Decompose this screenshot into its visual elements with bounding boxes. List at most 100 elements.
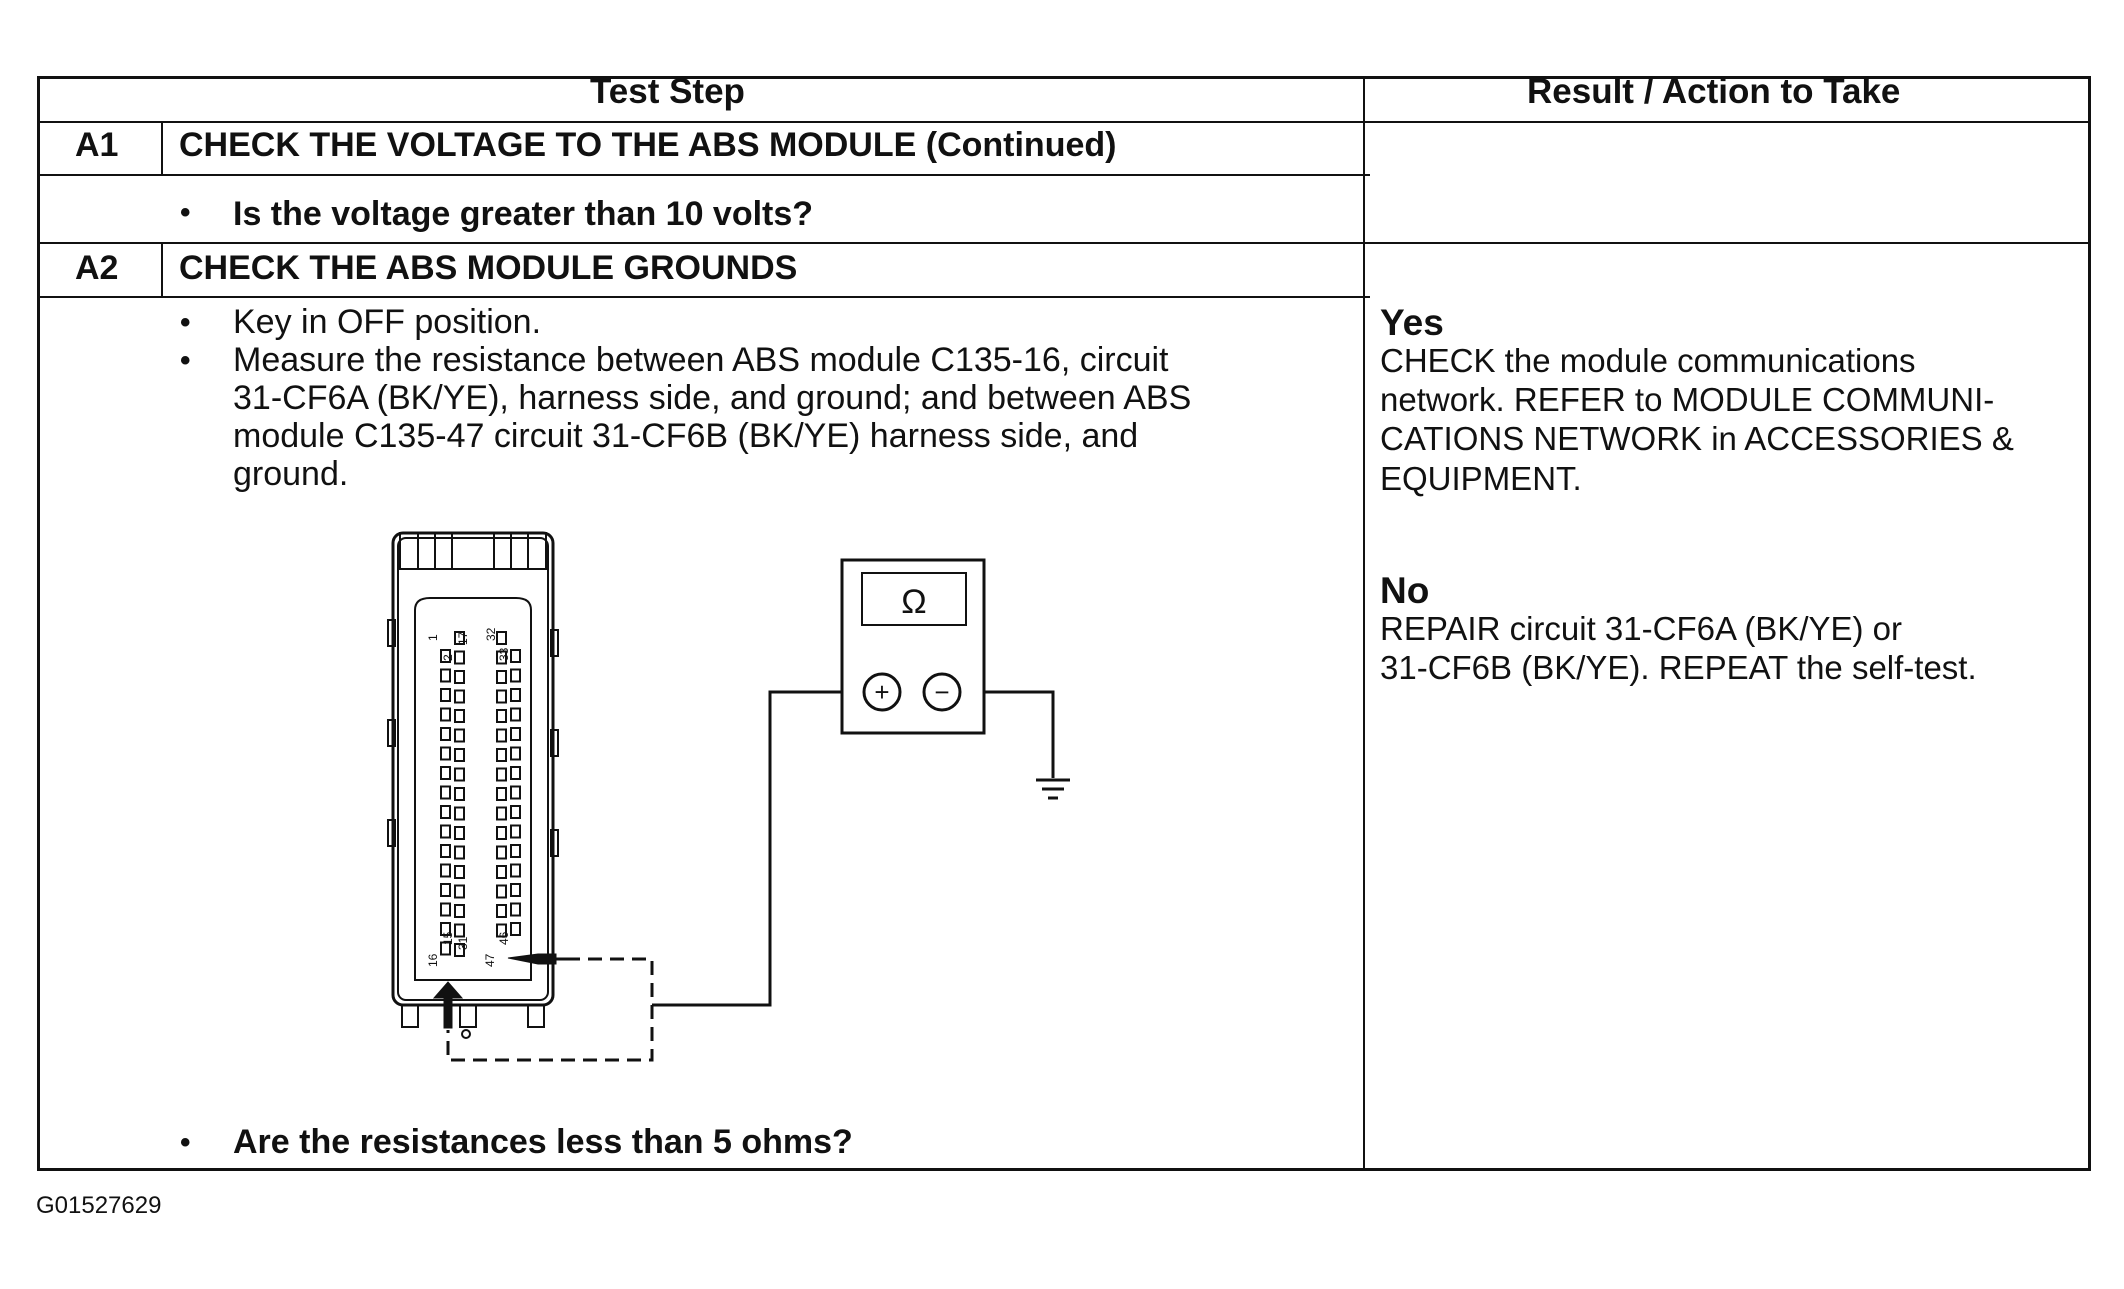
connector-pin [496, 845, 507, 860]
ohmmeter: Ω + − [840, 558, 986, 735]
abs-module-connector [387, 531, 559, 1028]
connector-pin [440, 688, 451, 702]
connector-pin [454, 865, 465, 879]
pin-label-1: 1 [426, 634, 440, 641]
ground-symbol [1036, 778, 1070, 800]
connector-pin [510, 805, 521, 819]
connector-pin [440, 863, 451, 878]
a2-bullet-measure-line3: module C135-47 circuit 31-CF6B (BK/YE) h… [233, 417, 1139, 455]
connector-pin [496, 865, 507, 879]
result-yes-line2: network. REFER to MODULE COMMUNI- [1380, 381, 1995, 418]
result-no-line2: 31-CF6B (BK/YE). REPEAT the self-test. [1380, 649, 1977, 686]
row-divider [40, 296, 1370, 298]
connector-pin [440, 785, 451, 800]
test-step-table [37, 76, 2091, 1171]
pin-label-32: 32 [484, 627, 498, 641]
connector-pin [496, 728, 507, 743]
step-title-a2: CHECK THE ABS MODULE GROUNDS [179, 249, 798, 287]
connector-pin [510, 766, 521, 780]
connector-pin [454, 670, 465, 684]
step-id-a1: A1 [75, 126, 119, 164]
pin-labels: 1 2 17 32 33 16 15 31 47 46 [426, 627, 511, 967]
connector-pin [510, 785, 521, 800]
result-no-line1: REPAIR circuit 31-CF6A (BK/YE) or [1380, 610, 1903, 647]
row-divider [40, 121, 2088, 123]
connector-pin [510, 668, 521, 683]
connector-pin [440, 766, 451, 780]
plus-terminal [862, 672, 902, 712]
connector-pin [440, 668, 451, 683]
row-divider [40, 242, 2088, 244]
connector-pin [454, 806, 465, 821]
connector-pin [496, 904, 507, 918]
connector-pin [440, 883, 451, 897]
jumper-junction [461, 1029, 471, 1039]
connector-pin [510, 883, 521, 897]
a2-bullet-measure-line2: 31-CF6A (BK/YE), harness side, and groun… [233, 379, 1192, 417]
connector-pin [496, 923, 507, 938]
minus-terminal-label: − [934, 677, 949, 707]
pin-label-31: 31 [456, 936, 470, 950]
a2-bullet-measure-line4: ground. [233, 455, 349, 493]
a2-bullet-measure-line1: Measure the resistance between ABS modul… [233, 341, 1169, 379]
meter-leads [652, 690, 1055, 1007]
connector-pin [454, 904, 465, 918]
connector-pin [454, 748, 465, 762]
connector-pin [510, 649, 521, 663]
connector-pin [496, 689, 507, 704]
connector-pin [440, 922, 451, 936]
row-divider [40, 174, 1370, 176]
a2-bullet-key-off: Key in OFF position. [233, 303, 542, 341]
bullet-dot: • [180, 306, 191, 339]
result-no-heading: No [1380, 570, 1430, 611]
connector-pin [440, 649, 451, 663]
pin-label-17: 17 [456, 631, 470, 645]
column-divider [1363, 79, 1365, 1168]
connector-pin [440, 844, 451, 858]
connector-pin [454, 787, 465, 801]
test-probes [432, 953, 566, 1029]
ohm-symbol: Ω [901, 583, 926, 621]
pin-label-46: 46 [497, 931, 511, 945]
connector-pin [510, 707, 521, 722]
connector-pin [454, 923, 465, 938]
connector-pin [496, 806, 507, 821]
connector-pin [454, 631, 465, 645]
header-result-action: Result / Action to Take [1527, 72, 1901, 111]
id-column-divider [161, 242, 163, 298]
pin-label-33: 33 [497, 647, 511, 661]
a1-question: Is the voltage greater than 10 volts? [233, 195, 814, 233]
connector-pin [454, 689, 465, 704]
connector-pin [496, 884, 507, 899]
connector-pin [510, 746, 521, 761]
connector-pin [454, 826, 465, 840]
connector-pin [454, 728, 465, 743]
step-id-a2: A2 [75, 249, 119, 287]
connector-pin [496, 748, 507, 762]
connector-pin [440, 824, 451, 839]
connector-pin [454, 709, 465, 723]
connector-pin [510, 922, 521, 936]
figure-id: G01527629 [36, 1192, 162, 1219]
pin-label-47: 47 [483, 953, 497, 967]
connector-pin [440, 902, 451, 917]
connector-pin [496, 767, 507, 782]
connector-pin [440, 707, 451, 722]
connector-pin [510, 727, 521, 741]
connector-pin [496, 787, 507, 801]
pin-label-16: 16 [426, 953, 440, 967]
connector-pin [496, 631, 507, 645]
bullet-dot: • [180, 1126, 191, 1159]
id-column-divider [161, 121, 163, 176]
connector-pin [510, 863, 521, 878]
connector-pin [454, 884, 465, 899]
connector-pin [496, 826, 507, 840]
connector-pin [454, 943, 465, 957]
a2-question: Are the resistances less than 5 ohms? [233, 1123, 853, 1161]
result-yes-line3: CATIONS NETWORK in ACCESSORIES & [1380, 420, 2014, 457]
connector-pin [510, 824, 521, 839]
connector-pin [496, 670, 507, 684]
pin-label-15: 15 [441, 931, 455, 945]
connector-pin [454, 650, 465, 665]
